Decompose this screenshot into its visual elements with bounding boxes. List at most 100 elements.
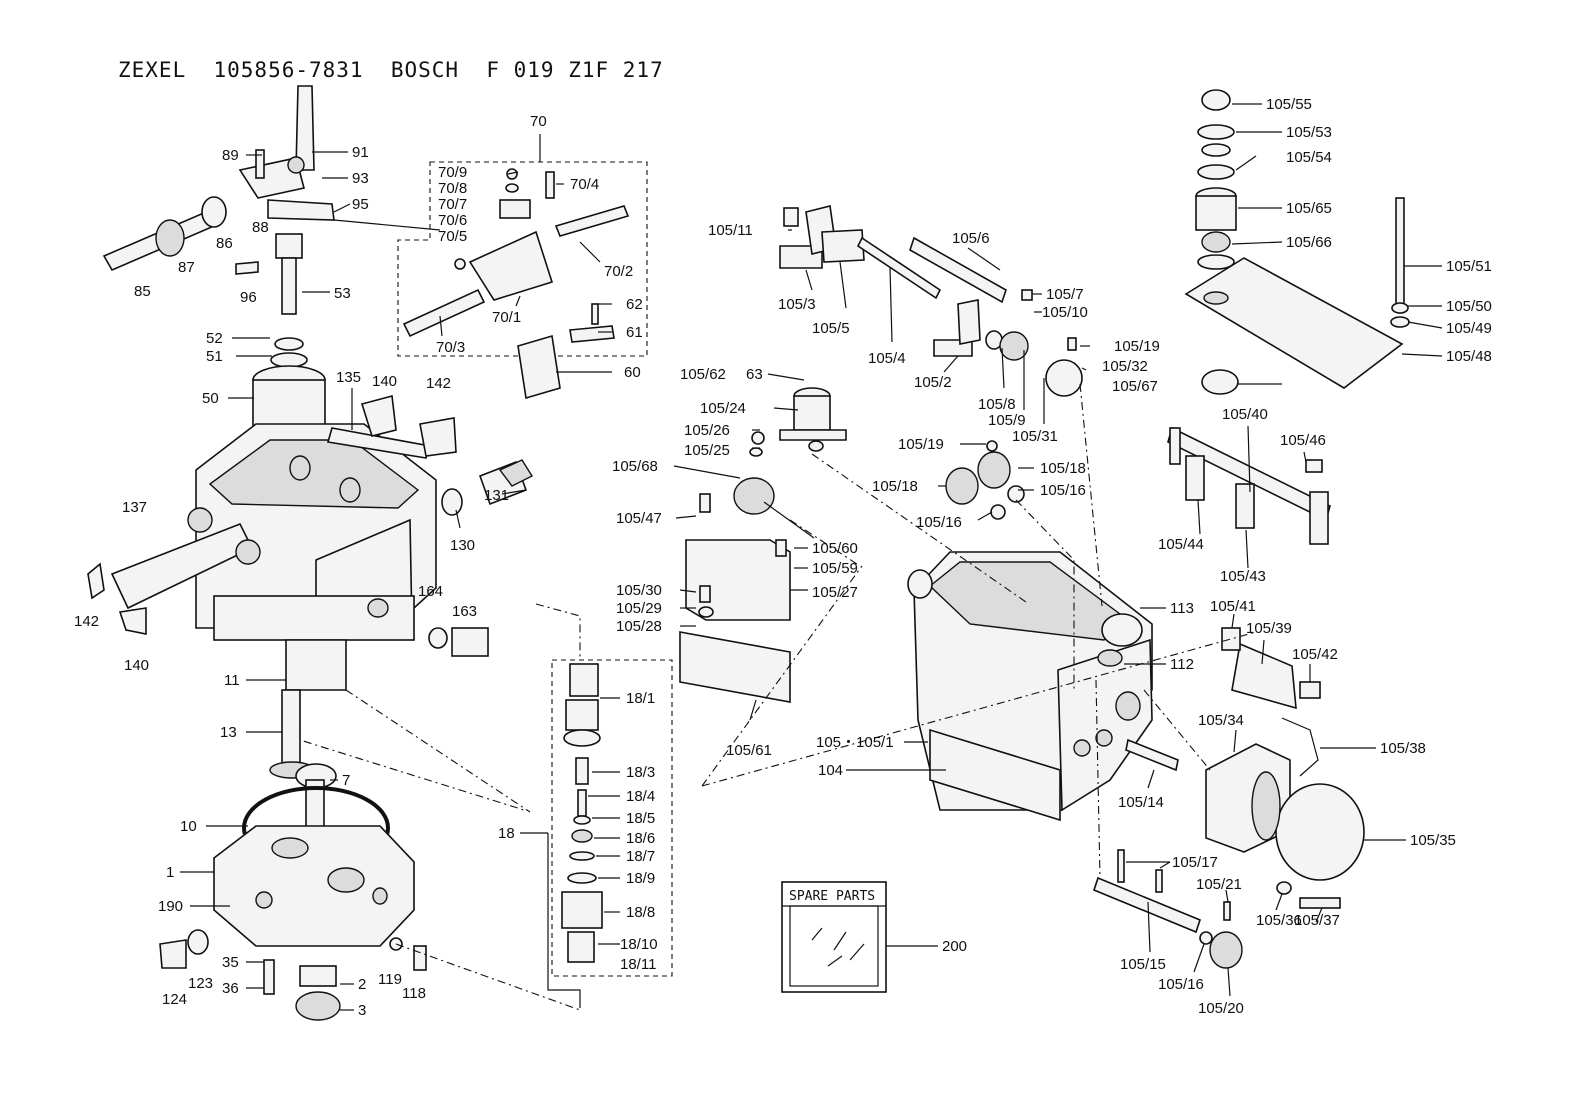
pump-base-assembly	[159, 689, 427, 1021]
label-105-21: 105/21	[1196, 876, 1242, 893]
shaft-105-15	[1093, 849, 1243, 969]
label-70-9: 70/9	[438, 164, 467, 181]
label-35: 35	[222, 954, 239, 971]
label-105-5: 105/5	[812, 320, 850, 337]
spare-parts-box	[781, 881, 887, 993]
label-105-26: 105/26	[684, 422, 730, 439]
kit-box-70	[397, 161, 648, 357]
label-105-38: 105/38	[1380, 740, 1426, 757]
callout-labels: 89 91 93 95 88 86 87 85 96 53 52 51 50 7…	[74, 96, 1492, 1019]
label-89: 89	[222, 147, 239, 164]
label-164: 164	[418, 583, 443, 600]
label-105-16c: 105/16	[1158, 976, 1204, 993]
diagram-title: ZEXEL 105856-7831 BOSCH F 019 Z1F 217	[118, 58, 664, 82]
label-18-4: 18/4	[626, 788, 655, 805]
label-18-1: 18/1	[626, 690, 655, 707]
label-105-9: 105/9	[988, 412, 1026, 429]
label-62: 62	[626, 296, 643, 313]
label-105-20: 105/20	[1198, 1000, 1244, 1017]
label-105-19b: 105/19	[898, 436, 944, 453]
label-13: 13	[220, 724, 237, 741]
label-142a: 142	[426, 375, 451, 392]
control-housing-105	[907, 551, 1179, 822]
label-124: 124	[162, 991, 187, 1008]
kit-70-parts	[402, 168, 630, 400]
label-88: 88	[252, 219, 269, 236]
label-105-28: 105/28	[616, 618, 662, 635]
solenoid-assembly	[733, 387, 847, 515]
label-11: 11	[224, 672, 240, 689]
label-105-32: 105/32	[1102, 358, 1148, 375]
label-105-15: 105/15	[1120, 956, 1166, 973]
label-105-16a: 105/16	[1040, 482, 1086, 499]
label-105-51: 105/51	[1446, 258, 1492, 275]
gear-pair-105-18	[945, 440, 1025, 520]
label-10: 10	[180, 818, 197, 835]
cover-plate-105-48	[1184, 197, 1410, 395]
label-105-11: 105/11	[708, 222, 753, 239]
label-105-46: 105/46	[1280, 432, 1326, 449]
label-63: 63	[746, 366, 763, 383]
label-61: 61	[626, 324, 643, 341]
label-190: 190	[158, 898, 183, 915]
label-130: 130	[450, 537, 475, 554]
label-140b: 140	[124, 657, 149, 674]
label-105-49: 105/49	[1446, 320, 1492, 337]
label-105-61: 105/61	[726, 742, 772, 759]
label-53: 53	[334, 285, 351, 302]
label-105-37: 105/37	[1294, 912, 1340, 929]
label-18-8: 18/8	[626, 904, 655, 921]
label-70-2: 70/2	[604, 263, 633, 280]
label-105-44: 105/44	[1158, 536, 1204, 553]
label-105-3: 105/3	[778, 296, 816, 313]
label-96: 96	[240, 289, 257, 306]
label-105-17: 105/17	[1172, 854, 1218, 871]
label-87: 87	[178, 259, 195, 276]
label-70-5: 70/5	[438, 228, 467, 245]
label-113: 113	[1170, 600, 1194, 617]
label-142b: 142	[74, 613, 99, 630]
label-105-43: 105/43	[1220, 568, 1266, 585]
label-105-65: 105/65	[1286, 200, 1332, 217]
label-70: 70	[530, 113, 547, 130]
stop-lever-assembly	[779, 205, 1083, 397]
label-105-105-1: 105・105/1	[816, 734, 894, 751]
connector-block-105-61	[679, 493, 791, 703]
label-163: 163	[452, 603, 477, 620]
label-105-66: 105/66	[1286, 234, 1332, 251]
label-105-10: 105/10	[1042, 304, 1088, 321]
label-105-48: 105/48	[1446, 348, 1492, 365]
spare-parts-label: SPARE PARTS	[789, 889, 875, 904]
label-70-6: 70/6	[438, 212, 467, 229]
label-131: 131	[484, 487, 509, 504]
label-18-7: 18/7	[626, 848, 655, 865]
label-50: 50	[202, 390, 219, 407]
label-18-5: 18/5	[626, 810, 655, 827]
label-135: 135	[336, 369, 361, 386]
label-105-6: 105/6	[952, 230, 990, 247]
label-105-35: 105/35	[1410, 832, 1456, 849]
label-70-3: 70/3	[436, 339, 465, 356]
label-105-60: 105/60	[812, 540, 858, 557]
label-105-4: 105/4	[868, 350, 906, 367]
label-105-36: 105/36	[1256, 912, 1302, 929]
label-1: 1	[166, 864, 174, 881]
label-105-30: 105/30	[616, 582, 662, 599]
label-105-39: 105/39	[1246, 620, 1292, 637]
label-70-7: 70/7	[438, 196, 467, 213]
label-105-29: 105/29	[616, 600, 662, 617]
label-105-27: 105/27	[812, 584, 858, 601]
label-105-8: 105/8	[978, 396, 1016, 413]
label-18-3: 18/3	[626, 764, 655, 781]
label-105-67: 105/67	[1112, 378, 1158, 395]
label-85: 85	[134, 283, 151, 300]
adjuster-stack-105-55	[1195, 89, 1237, 270]
label-70-4: 70/4	[570, 176, 599, 193]
kit-18-parts	[561, 663, 603, 963]
label-105-50: 105/50	[1446, 298, 1492, 315]
label-91: 91	[352, 144, 369, 161]
label-18-6: 18/6	[626, 830, 655, 847]
label-105-24: 105/24	[700, 400, 746, 417]
label-200: 200	[942, 938, 967, 955]
